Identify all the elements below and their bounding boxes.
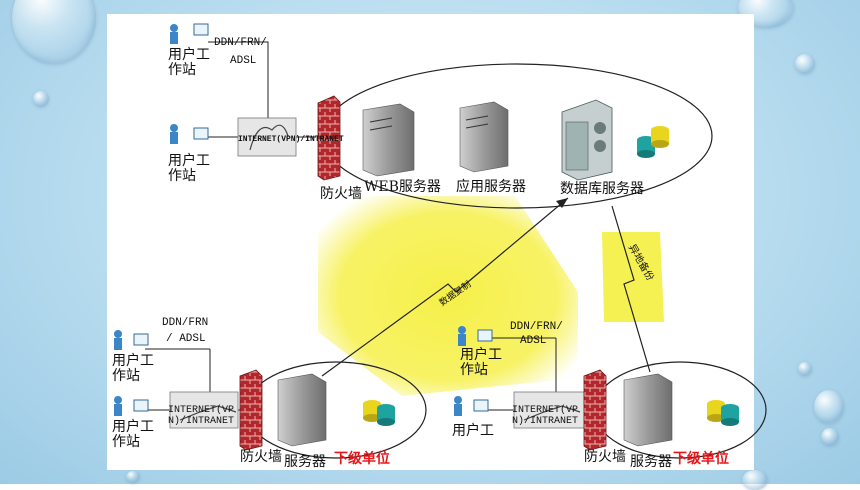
decor-bubble [814,390,844,424]
link-type-label: ADSL [230,55,257,67]
user-workstation-short-label: 用户工 [452,423,494,439]
data-copy-link [321,197,569,377]
app-server-label: 应用服务器 [456,179,526,195]
sub-unit-label: 下级单位 [334,451,390,467]
server-icon-web [362,103,415,177]
database-disk-icon-bottom-left [363,400,395,426]
user-workstation-label: 用户工作站 [112,419,154,450]
sub-unit-label: 下级单位 [673,451,729,467]
offsite-backup-link [611,205,651,373]
firewall-label: 防火墙 [240,449,282,465]
internet-label: INTERNET(VP N)/INTRANET [168,405,235,427]
computer-icon-ws5 [458,326,493,346]
highlight-region-data-copy [318,196,578,396]
decor-bubble [821,428,839,446]
server-icon-bottom-left [277,373,327,447]
link-type-label: DDN/FRN/ [214,37,267,49]
db-server-label: 数据库服务器 [560,181,644,197]
database-disk-icon-top [637,126,669,158]
internet-cloud-icon-bottom-right [513,391,585,429]
database-disk-icon-bottom-right [707,400,739,426]
firewall-label: 防火墙 [584,449,626,465]
link-type-label: DDN/FRN/ [510,321,563,333]
firewall-label: 防火墙 [320,186,362,202]
decor-bubble [795,54,815,74]
user-workstation-label: 用户工作站 [168,47,210,78]
user-workstation-label: 用户工作站 [112,353,154,384]
decor-bubble [33,91,49,107]
computer-icon-ws2 [170,124,209,144]
computer-icon-ws4 [114,396,149,416]
server-icon-database [561,99,613,181]
user-workstation-label: 用户工作站 [460,347,502,378]
link-type-label: ADSL [520,335,547,347]
firewall-icon-top [317,95,341,181]
data-copy-arrowhead [556,198,568,208]
link-type-label: DDN/FRN [162,317,209,329]
decor-bubble [126,471,140,483]
server-label: 服务器 [630,454,672,470]
computer-icon-ws6 [454,396,489,416]
internet-label: INTERNET(VPN)/INTRANET [238,135,344,144]
link-type-label: / ADSL [166,333,206,345]
internet-label: INTERNET(VP N)/INTRANET [512,405,579,427]
internet-cloud-icon-bottom-left [169,391,239,429]
web-server-label: WEB服务器 [364,179,441,195]
lower-right-zone-ellipse [593,361,767,459]
computer-icon-ws3 [114,330,149,350]
decor-bubble [798,362,812,376]
firewall-icon-bottom-right [583,369,607,451]
server-label: 服务器 [284,454,326,470]
server-icon-app [459,101,509,173]
user-workstation-label: 用户工作站 [168,153,210,184]
computer-icon-ws1 [170,23,209,44]
firewall-icon-bottom-left [239,369,263,451]
internet-cloud-icon-top [237,117,297,157]
server-icon-bottom-right [623,373,673,447]
